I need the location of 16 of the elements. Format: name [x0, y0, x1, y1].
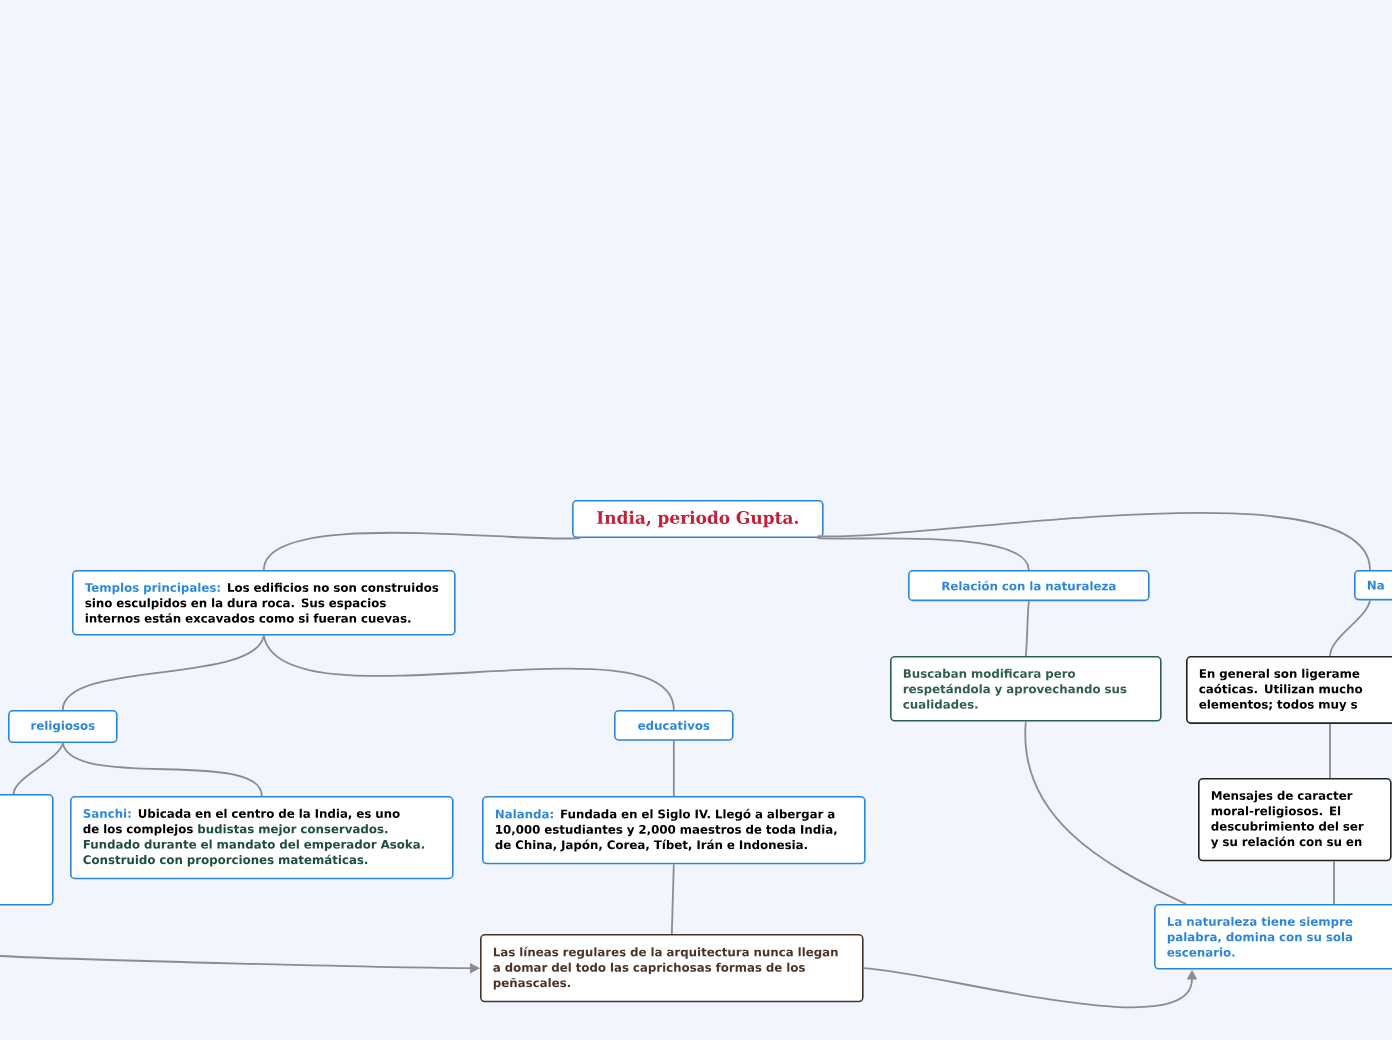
connector — [672, 739, 675, 797]
connector — [816, 537, 1030, 571]
title-box: India, periodo Gupta. — [572, 500, 824, 539]
connector — [670, 863, 675, 935]
connector — [12, 742, 64, 795]
empty-box — [0, 794, 54, 906]
connector — [816, 512, 1371, 571]
connector — [1333, 860, 1335, 905]
connector — [61, 742, 263, 797]
connector — [1024, 720, 1187, 905]
connector — [1024, 600, 1030, 657]
connector — [61, 634, 265, 711]
connector — [1329, 723, 1331, 779]
connector — [262, 634, 675, 711]
connector — [262, 531, 581, 571]
connector — [1329, 599, 1371, 657]
